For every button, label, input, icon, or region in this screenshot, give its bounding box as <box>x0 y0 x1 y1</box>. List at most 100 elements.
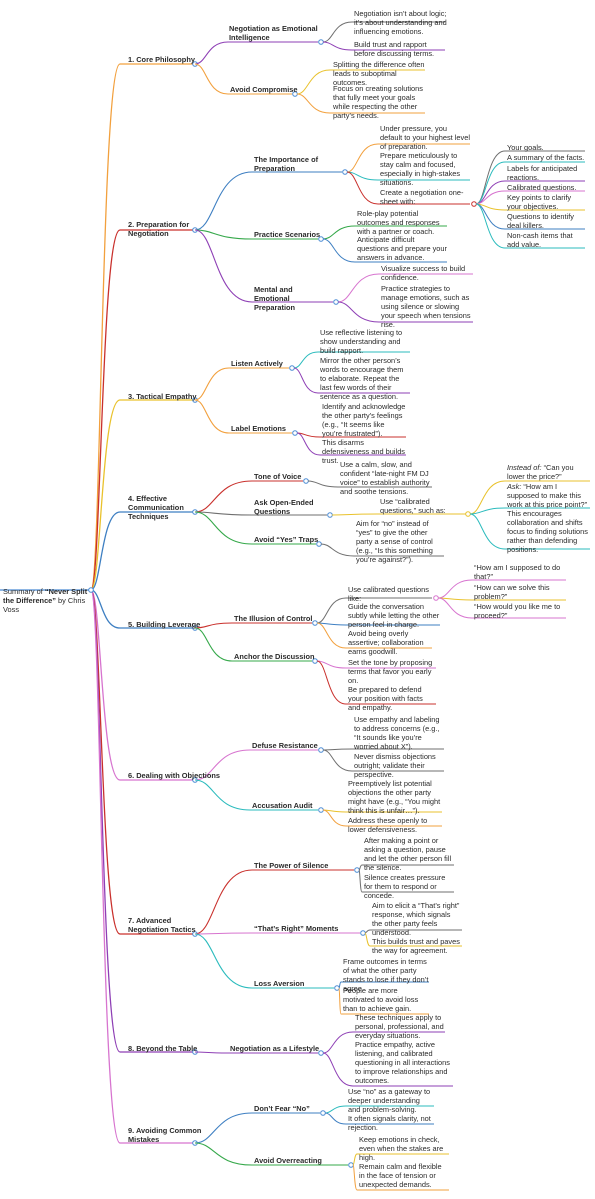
topic-importance-of-preparation[interactable]: The Importance of Preparation <box>254 155 319 174</box>
topic-label-emotions[interactable]: Label Emotions <box>231 424 287 433</box>
note-7-3-2: People are more motivated to avoid loss … <box>343 986 419 1014</box>
node-dot-189 <box>433 595 439 601</box>
node-dot-141 <box>334 985 340 991</box>
topic-dont-fear-no[interactable]: Don’t Fear “No” <box>254 1104 310 1113</box>
connector-curve-46 <box>346 143 379 173</box>
calibrated-note: This encourages collaboration and shifts… <box>507 509 588 555</box>
connector-curve-98 <box>316 597 347 624</box>
connector-curve-125 <box>194 869 253 935</box>
one-sheet-item-4: Calibrated questions. <box>507 183 577 192</box>
connector-curve-174 <box>475 190 506 205</box>
branch-8-beyond-table[interactable]: 8. Beyond the Table <box>128 1044 198 1053</box>
one-sheet-item-5: Key points to clarify your objectives. <box>507 193 572 212</box>
topic-avoid-overreacting[interactable]: Avoid Overreacting <box>254 1156 322 1165</box>
note-2-3-1: Visualize success to build confidence. <box>381 264 466 283</box>
note-8-1-2: Practice empathy, active listening, and … <box>355 1040 450 1086</box>
node-dot-167 <box>471 201 477 207</box>
topic-defuse-resistance[interactable]: Defuse Resistance <box>252 741 318 750</box>
topic-negotiation-emotional-intelligence[interactable]: Negotiation as Emotional Intelligence <box>229 24 318 43</box>
note-7-3-1: Frame outcomes in terms of what the othe… <box>343 957 429 994</box>
connector-curve-168 <box>475 150 506 205</box>
branch-6-objections[interactable]: 6. Dealing with Objections <box>128 771 220 780</box>
topic-accusation-audit[interactable]: Accusation Audit <box>252 801 313 810</box>
connector-curve-160 <box>194 1142 253 1166</box>
note-4-2-1: Use “calibrated questions,” such as: <box>380 497 446 516</box>
topic-negotiation-lifestyle[interactable]: Negotiation as a Lifestyle <box>230 1044 320 1053</box>
connector-curve-116 <box>322 749 353 772</box>
root-node: Summary of “Never Split the Difference” … <box>3 587 89 614</box>
root-title: “Never Split the Difference” <box>3 587 88 606</box>
connector-curve-130 <box>358 869 363 893</box>
connector-curve-102 <box>316 622 347 649</box>
connector-curve-139 <box>194 933 253 989</box>
connector-curve-107 <box>316 660 347 669</box>
connector-curve-104 <box>194 627 233 662</box>
note-7-1-2: Silence creates pressure for them to res… <box>364 873 446 901</box>
topic-avoid-yes-traps[interactable]: Avoid “Yes” Traps <box>254 535 319 544</box>
branch-5-building-leverage[interactable]: 5. Building Leverage <box>128 620 201 629</box>
note-8-1-1: These techniques apply to personal, prof… <box>355 1013 444 1041</box>
connector-curve-83 <box>307 480 339 488</box>
connector-curve-165 <box>352 1164 358 1191</box>
branch-9-common-mistakes[interactable]: 9. Avoiding Common Mistakes <box>128 1126 202 1145</box>
connector-curve-156 <box>324 1105 347 1114</box>
connector-curve-180 <box>475 203 506 249</box>
topic-tone-of-voice[interactable]: Tone of Voice <box>254 472 302 481</box>
note-7-2-2: This builds trust and paves the way for … <box>372 937 460 956</box>
branch-2-preparation[interactable]: 2. Preparation for Negotiation <box>128 220 190 239</box>
connector-curve-111 <box>194 749 251 781</box>
topic-open-ended-questions[interactable]: Ask Open-Ended Questions <box>254 498 314 517</box>
node-dot-127 <box>354 867 360 873</box>
note-9-1-2: It often signals clarity, not rejection. <box>348 1114 431 1133</box>
topic-practice-scenarios[interactable]: Practice Scenarios <box>254 230 321 239</box>
node-dot-182 <box>465 511 471 517</box>
connector-curve-123 <box>322 809 347 827</box>
one-sheet-item-7: Non-cash items that add value. <box>507 231 573 250</box>
connector-curve-158 <box>324 1112 347 1125</box>
node-dot-155 <box>320 1110 326 1116</box>
connector-curve-144 <box>338 987 342 1015</box>
topic-power-of-silence[interactable]: The Power of Silence <box>254 861 329 870</box>
connector-curve-1 <box>90 63 121 591</box>
connector-curve-10 <box>90 511 121 591</box>
topic-thats-right-moments[interactable]: “That’s Right” Moments <box>254 924 339 933</box>
topic-avoid-compromise[interactable]: Avoid Compromise <box>230 85 298 94</box>
connector-curve-43 <box>194 171 253 231</box>
connector-curve-185 <box>469 507 506 515</box>
note-5-2-1: Set the tone by proposing terms that fav… <box>348 658 433 686</box>
topic-anchor-discussion[interactable]: Anchor the Discussion <box>234 652 315 661</box>
connector-curve-183 <box>469 480 506 515</box>
connector-curve-34 <box>322 41 353 51</box>
connector-curve-95 <box>194 622 233 629</box>
note-6-1-2: Never dismiss objections outright; valid… <box>354 752 436 780</box>
note-3-1-1: Use reflective listening to show underst… <box>320 328 403 356</box>
connector-curve-62 <box>337 273 380 303</box>
branch-4-communication[interactable]: 4. Effective Communication Techniques <box>128 494 184 522</box>
node-dot-28 <box>88 587 94 593</box>
connector-curve-149 <box>322 1031 354 1054</box>
node-dot-82 <box>303 478 309 484</box>
note-2-3-2: Practice strategies to manage emotions, … <box>381 284 471 330</box>
topic-illusion-of-control[interactable]: The Illusion of Control <box>234 614 313 623</box>
connector-curve-88 <box>331 513 379 516</box>
branch-7-advanced-tactics[interactable]: 7. Advanced Negotiation Tactics <box>128 916 196 935</box>
node-dot-75 <box>292 430 298 436</box>
node-dot-45 <box>342 169 348 175</box>
topic-loss-aversion[interactable]: Loss Aversion <box>254 979 305 988</box>
note-2-2-1: Role-play potential outcomes and respons… <box>357 209 440 237</box>
node-dot-134 <box>360 930 366 936</box>
connector-curve-170 <box>475 161 506 205</box>
branch-1-core-philosophy[interactable]: 1. Core Philosophy <box>128 55 195 64</box>
one-sheet-item-1: Your goals. <box>507 143 544 152</box>
connector-curve-66 <box>194 367 230 401</box>
node-dot-97 <box>312 620 318 626</box>
topic-listen-actively[interactable]: Listen Actively <box>231 359 283 368</box>
topic-mental-emotional-preparation[interactable]: Mental and Emotional Preparation <box>254 285 296 313</box>
connector-curve-69 <box>293 351 319 369</box>
connector-curve-29 <box>194 41 229 65</box>
one-sheet-item-6: Questions to identify deal killers. <box>507 212 574 231</box>
connector-curve-50 <box>346 171 379 205</box>
note-5-1-1: Use calibrated questions like: <box>348 585 429 604</box>
branch-3-tactical-empathy[interactable]: 3. Tactical Empathy <box>128 392 197 401</box>
connector-curve-163 <box>352 1153 358 1166</box>
